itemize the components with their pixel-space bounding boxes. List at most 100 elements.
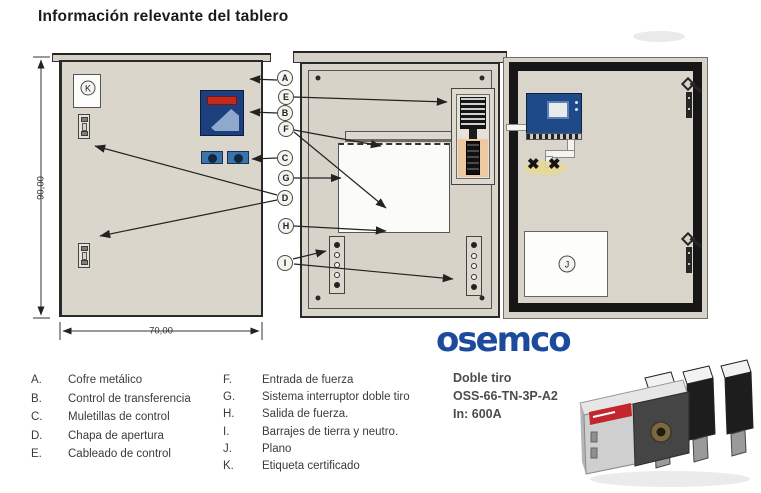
legend-letter: A. [31,374,42,386]
legend-letter: F. [223,374,232,386]
plan-pocket: J [524,231,608,297]
legend-text: Muletillas de control [68,411,170,423]
terminal-block-top [460,97,486,129]
terminal-link [469,129,477,139]
terminal-recess-inner [456,94,490,179]
screw-dot [315,295,321,301]
breaker-shelf [345,131,453,142]
certificate-label-box: K [73,74,101,108]
legend-letter: J. [223,443,232,455]
screw-dot [315,75,321,81]
wiring-duct [506,124,528,131]
legend-text: Cofre metálico [68,374,143,386]
latch-dot [688,108,690,110]
callout-b: B [277,105,293,121]
product-model: OSS-66-TN-3P-A2 [453,389,558,403]
callout-e: E [278,89,294,105]
busbar-hole [471,263,477,269]
component-glow [524,161,566,175]
legend-text: Salida de fuerza. [262,408,349,420]
screw-dot [479,295,485,301]
controller-terminal-strip [526,133,582,140]
latch-plate [686,92,692,118]
callout-a: A [277,70,293,86]
legend-text: Barrajes de tierra y neutro. [262,426,399,438]
legend-text: Entrada de fuerza [262,374,354,386]
callout-i: I [277,255,293,271]
busbar-hole [334,252,340,258]
callout-g: G [278,170,294,186]
page-title: Información relevante del tablero [38,8,289,25]
width-dimension-label: 70,00 [146,325,176,337]
lock-cap [80,246,88,251]
callout-k: K [80,80,96,96]
busbar-screw [334,242,340,248]
legend-text: Cableado de control [68,448,171,460]
toggle-knob [208,154,217,163]
legend-letter: B. [31,393,42,405]
height-dimension-label: 90,00 [35,173,47,203]
door-latch-top [679,76,703,124]
brand-logo: osemco [436,320,572,360]
legend-letter: C. [31,411,43,423]
ground-neutral-busbar-right [466,236,482,296]
led-dot [575,108,578,111]
product-photo-transfer-switch [579,359,754,487]
control-toggle-right [227,151,249,164]
legend-text: Etiqueta certificado [262,460,360,472]
callout-f: F [278,121,294,137]
latch-dot [688,97,690,99]
terminal-block-bottom [466,141,480,175]
busbar-screw [471,242,477,248]
transfer-controller-front [200,90,244,136]
latch-dot [688,263,690,265]
screw-dot [479,75,485,81]
callout-c: C [277,150,293,166]
transfer-controller-rear [526,93,582,134]
control-wiring-recess [451,88,495,185]
latch-plate [686,247,692,273]
lock-cap [80,131,88,136]
busbar-hole [471,252,477,259]
controller-graphic [211,109,239,131]
controller-display [207,96,237,105]
latch-dot [688,252,690,254]
busbar-screw [334,282,340,288]
controller-rear-screen [547,101,569,119]
legend-text: Control de transferencia [68,393,191,405]
legend-text: Plano [262,443,292,455]
led-dot [575,101,578,104]
door-component-left: ✖ [527,156,540,173]
legend-letter: H. [223,408,235,420]
legend-letter: D. [31,430,43,442]
legend-letter: E. [31,448,42,460]
control-toggle-left [201,151,223,164]
lock-slot [81,251,87,260]
busbar-hole [334,262,340,268]
double-throw-breaker-area [338,143,450,233]
busbar-screw [471,284,477,290]
lock-cap [80,260,88,265]
toggle-knob [234,154,243,163]
legend-text: Sistema interruptor doble tiro [262,391,410,403]
photo-background-smudge [633,31,685,42]
door-lock-top [78,114,90,139]
legend-letter: K. [223,460,234,472]
product-type: Doble tiro [453,371,512,385]
callout-h: H [278,218,294,234]
ground-neutral-busbar-left [329,236,345,294]
callout-d: D [277,190,293,206]
legend-letter: I. [223,426,230,438]
door-component-right: ✖ [548,156,561,173]
wiring-duct [545,150,575,158]
lock-slot [81,122,87,131]
legend-letter: G. [223,391,236,403]
product-current-rating: In: 600A [453,407,502,421]
callout-j: J [558,255,576,273]
door-latch-bottom [679,231,703,279]
busbar-hole [334,272,340,278]
door-lock-bottom [78,243,90,268]
busbar-hole [471,273,477,280]
legend-text: Chapa de apertura [68,430,164,442]
